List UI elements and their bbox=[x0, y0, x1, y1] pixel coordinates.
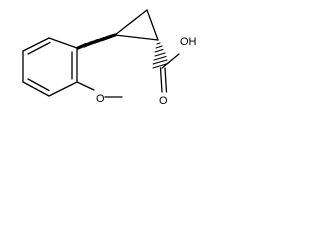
ring-bond-bottom bbox=[114, 34, 159, 41]
methoxy-group: O bbox=[76, 81, 123, 105]
bond-ring-o bbox=[76, 81, 95, 91]
atom-label-carbonyl-o: O bbox=[159, 95, 168, 107]
atom-label-methoxy-o: O bbox=[96, 93, 105, 105]
aromatic-inner-bond bbox=[27, 78, 50, 92]
stereo-hashed-wedge-bond bbox=[152, 42, 169, 69]
stereo-hashed-bold-bond bbox=[76, 33, 117, 50]
ring-bond-top-right bbox=[146, 9, 159, 41]
cyclopropane-ring bbox=[114, 9, 159, 41]
bond-c-o-double-a bbox=[159, 67, 163, 93]
bond-c-oh bbox=[161, 53, 180, 69]
carboxyl-group: OH O bbox=[159, 36, 197, 107]
benzene-ring bbox=[22, 37, 78, 97]
molecule-structure: OH O O bbox=[22, 9, 197, 107]
aromatic-inner-bond bbox=[27, 41, 51, 55]
ring-bond-top-left bbox=[114, 9, 148, 36]
bond-c-o-double-b bbox=[164, 67, 168, 93]
atom-label-oh: OH bbox=[180, 36, 197, 48]
